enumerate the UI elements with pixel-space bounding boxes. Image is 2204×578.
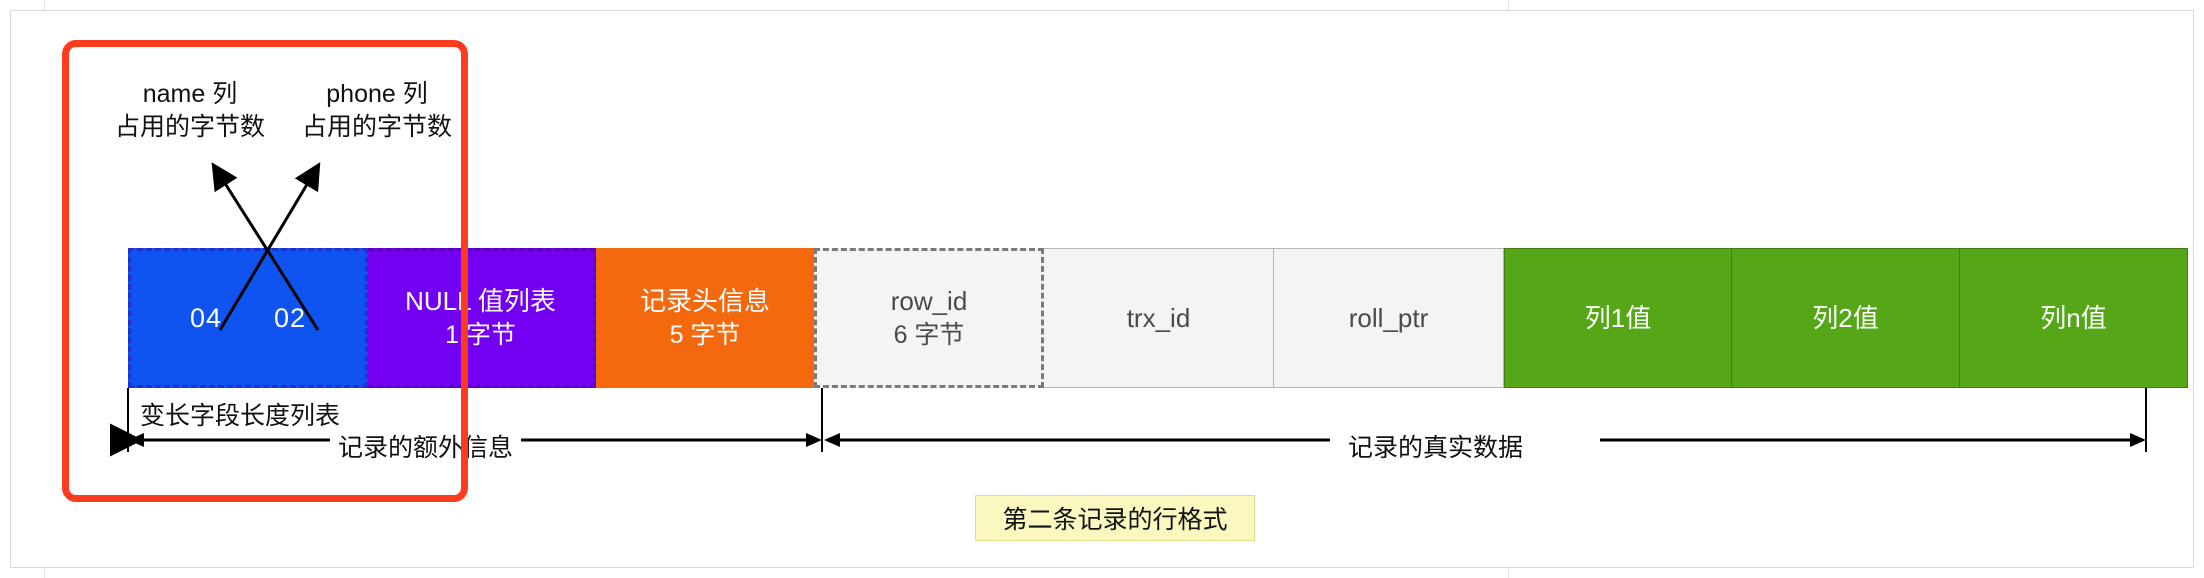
cell-header-title: 记录头信息 bbox=[639, 285, 770, 316]
cell-null-value-list[interactable]: NULL 值列表 1 字节 bbox=[368, 248, 596, 388]
diagram-caption: 第二条记录的行格式 bbox=[975, 495, 1255, 541]
cell-coln-title: 列n值 bbox=[2040, 302, 2107, 333]
cell-column-2-value[interactable]: 列2值 bbox=[1732, 248, 1960, 388]
callout-name-line2: 占用的字节数 bbox=[114, 113, 265, 141]
cell-rowid-size: 6 字节 bbox=[893, 320, 965, 349]
cell-null-size: 1 字节 bbox=[445, 320, 516, 349]
dimension-label-variable-length-list: 变长字段长度列表 bbox=[140, 402, 341, 430]
crop-mark-bottom-right bbox=[1508, 566, 1509, 578]
crop-mark-top-left bbox=[44, 0, 45, 12]
callout-phone-column: phone 列 占用的字节数 bbox=[282, 78, 472, 144]
crop-mark-top-right bbox=[1508, 0, 1509, 12]
cell-row-id[interactable]: row_id 6 字节 bbox=[814, 248, 1044, 388]
cell-null-title: NULL 值列表 bbox=[405, 285, 556, 316]
cell-roll-ptr[interactable]: roll_ptr bbox=[1274, 248, 1504, 388]
highlight-box bbox=[62, 40, 468, 502]
cell-column-n-value[interactable]: 列n值 bbox=[1960, 248, 2188, 388]
callout-phone-line2: 占用的字节数 bbox=[301, 113, 452, 141]
callout-phone-line1: phone 列 bbox=[326, 80, 428, 108]
cell-rollptr-title: roll_ptr bbox=[1348, 302, 1429, 333]
cell-header-size: 5 字节 bbox=[669, 320, 741, 349]
cell-col2-title: 列2值 bbox=[1812, 302, 1879, 333]
cell-rowid-title: row_id bbox=[890, 285, 968, 316]
callout-name-column: name 列 占用的字节数 bbox=[100, 78, 280, 144]
cell-col1-title: 列1值 bbox=[1584, 302, 1652, 333]
crop-mark-bottom-left bbox=[44, 566, 45, 578]
cell-trxid-title: trx_id bbox=[1126, 302, 1191, 333]
callout-name-line1: name 列 bbox=[142, 80, 238, 108]
dimension-label-real-data: 记录的真实数据 bbox=[1340, 428, 1532, 464]
cell-column-1-value[interactable]: 列1值 bbox=[1504, 248, 1732, 388]
cell-trx-id[interactable]: trx_id bbox=[1044, 248, 1274, 388]
record-row: 04 02 NULL 值列表 1 字节 记录头信息 5 字节 row_id 6 … bbox=[128, 248, 2188, 388]
cell-record-header[interactable]: 记录头信息 5 字节 bbox=[596, 248, 814, 388]
